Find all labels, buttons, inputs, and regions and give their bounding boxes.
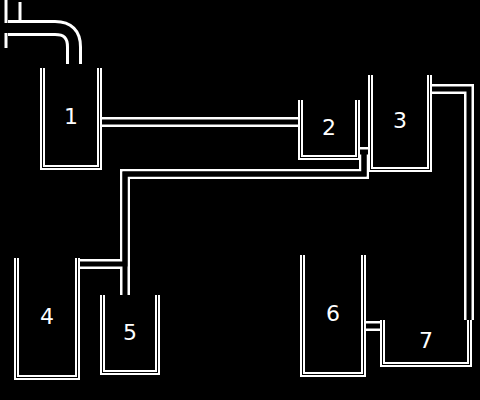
pipe-interior bbox=[102, 120, 298, 125]
pipe-connector bbox=[102, 117, 298, 127]
vessel-number: 5 bbox=[123, 322, 137, 344]
vessel-number: 4 bbox=[40, 306, 54, 328]
pipe-interior bbox=[80, 152, 364, 264]
water-vessel: 4 bbox=[14, 258, 80, 380]
water-vessel: 1 bbox=[40, 68, 102, 170]
tap-spout-inner bbox=[4, 28, 74, 67]
pipe-interior bbox=[366, 324, 380, 329]
pipe-connector bbox=[80, 152, 364, 264]
water-vessel: 3 bbox=[368, 75, 432, 172]
vessel-number: 3 bbox=[393, 110, 407, 132]
water-vessel: 6 bbox=[300, 255, 366, 377]
pipe-connector bbox=[366, 321, 380, 331]
water-vessel: 2 bbox=[298, 100, 360, 160]
pipe-interior bbox=[432, 89, 469, 320]
vessel-number: 2 bbox=[322, 117, 336, 139]
vessel-number: 1 bbox=[64, 106, 78, 128]
water-vessel: 7 bbox=[380, 320, 472, 367]
vessel-number: 6 bbox=[326, 303, 340, 325]
water-vessel: 5 bbox=[100, 295, 160, 375]
pipe-connector bbox=[432, 89, 469, 320]
vessel-number: 7 bbox=[419, 330, 433, 352]
tap-handle bbox=[19, 2, 22, 20]
